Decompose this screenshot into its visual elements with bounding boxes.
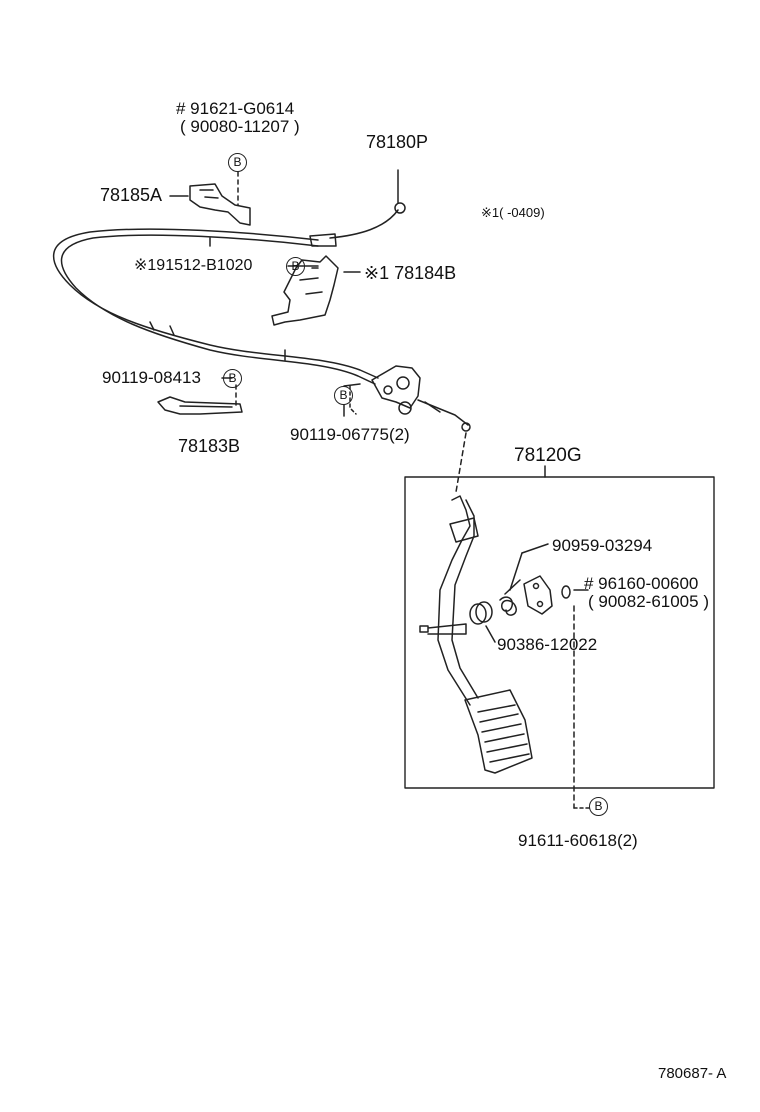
pivot-bolt [419, 623, 467, 635]
part-number-90082: ( 90082-61005 ) [588, 592, 709, 611]
ref-circle-b: B [228, 153, 247, 172]
ref-circle-b: B [589, 797, 608, 816]
bracket-78184b [271, 255, 339, 326]
part-number-78180p: 78180P [366, 132, 429, 152]
part-number-78120g: 78120G [514, 445, 582, 466]
cable-bracket [371, 365, 421, 409]
part-number-91621: # 91621-G0614 [176, 99, 295, 118]
part-number-90119-06775: 90119-06775(2) [290, 425, 410, 444]
figure-id: 780687- A [658, 1065, 727, 1082]
return-spring [499, 596, 517, 616]
part-number-90080: ( 90080-11207 ) [180, 117, 300, 136]
cable-end-upper [329, 209, 399, 239]
part-number-78185a: 78185A [100, 185, 163, 205]
ref-circle-b: B [286, 257, 305, 276]
ref-circle-b: B [223, 369, 242, 388]
part-number-96160: # 96160-00600 [584, 574, 699, 593]
part-number-91512: ※191512-B1020 [134, 257, 253, 274]
part-number-90959: 90959-03294 [552, 536, 653, 555]
ref-circle-b: B [334, 386, 353, 405]
throttle-cable [52, 228, 379, 379]
clamp-78183b [157, 396, 243, 415]
part-number-90386: 90386-12022 [497, 635, 598, 654]
part-number-90119-08413: 90119-08413 [102, 368, 201, 387]
part-number-78184b: ※1 78184B [364, 263, 457, 283]
assembly-box [404, 476, 715, 789]
pedal-pad [464, 689, 533, 774]
pedal-arm [437, 495, 471, 706]
footnote-production-range: ※1( -0409) [481, 205, 545, 220]
bracket-78185a [189, 183, 251, 226]
part-number-91611: 91611-60618(2) [518, 831, 638, 850]
stopper-plate [523, 575, 553, 615]
part-number-78183b: 78183B [178, 436, 241, 456]
